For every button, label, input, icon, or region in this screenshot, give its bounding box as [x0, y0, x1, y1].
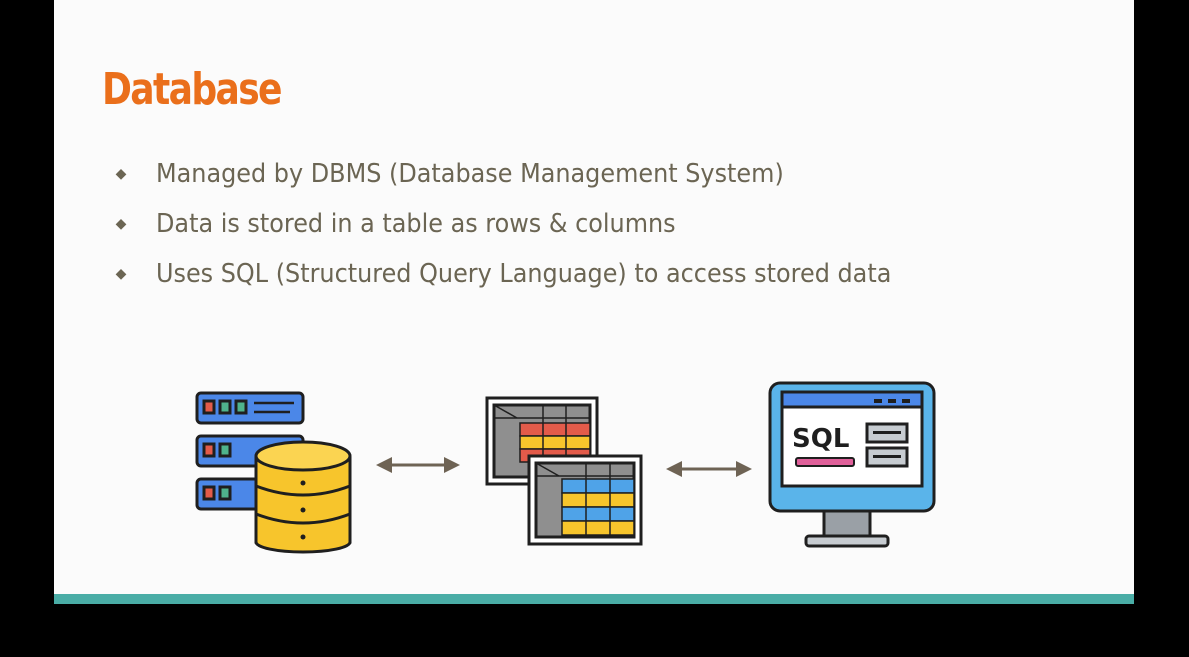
data-tables-icon [485, 396, 643, 546]
bullet-text: Uses SQL (Structured Query Language) to … [156, 259, 892, 289]
sql-monitor-icon: SQL [768, 381, 936, 548]
bullet-marker: ◆ [115, 166, 127, 182]
double-arrow-icon [666, 461, 752, 477]
sql-label: SQL [792, 424, 849, 454]
footer-bar [54, 594, 1134, 604]
database-server-icon [195, 391, 352, 554]
bullet-marker: ◆ [115, 266, 127, 282]
bullet-marker: ◆ [115, 216, 127, 232]
slide: Database ◆ Managed by DBMS (Database Man… [54, 0, 1134, 604]
double-arrow-icon [376, 457, 460, 473]
bullet-text: Data is stored in a table as rows & colu… [156, 209, 676, 239]
bullet-text: Managed by DBMS (Database Management Sys… [156, 159, 784, 189]
illustration-row: SQL [195, 381, 936, 554]
slide-title: Database [102, 64, 283, 115]
